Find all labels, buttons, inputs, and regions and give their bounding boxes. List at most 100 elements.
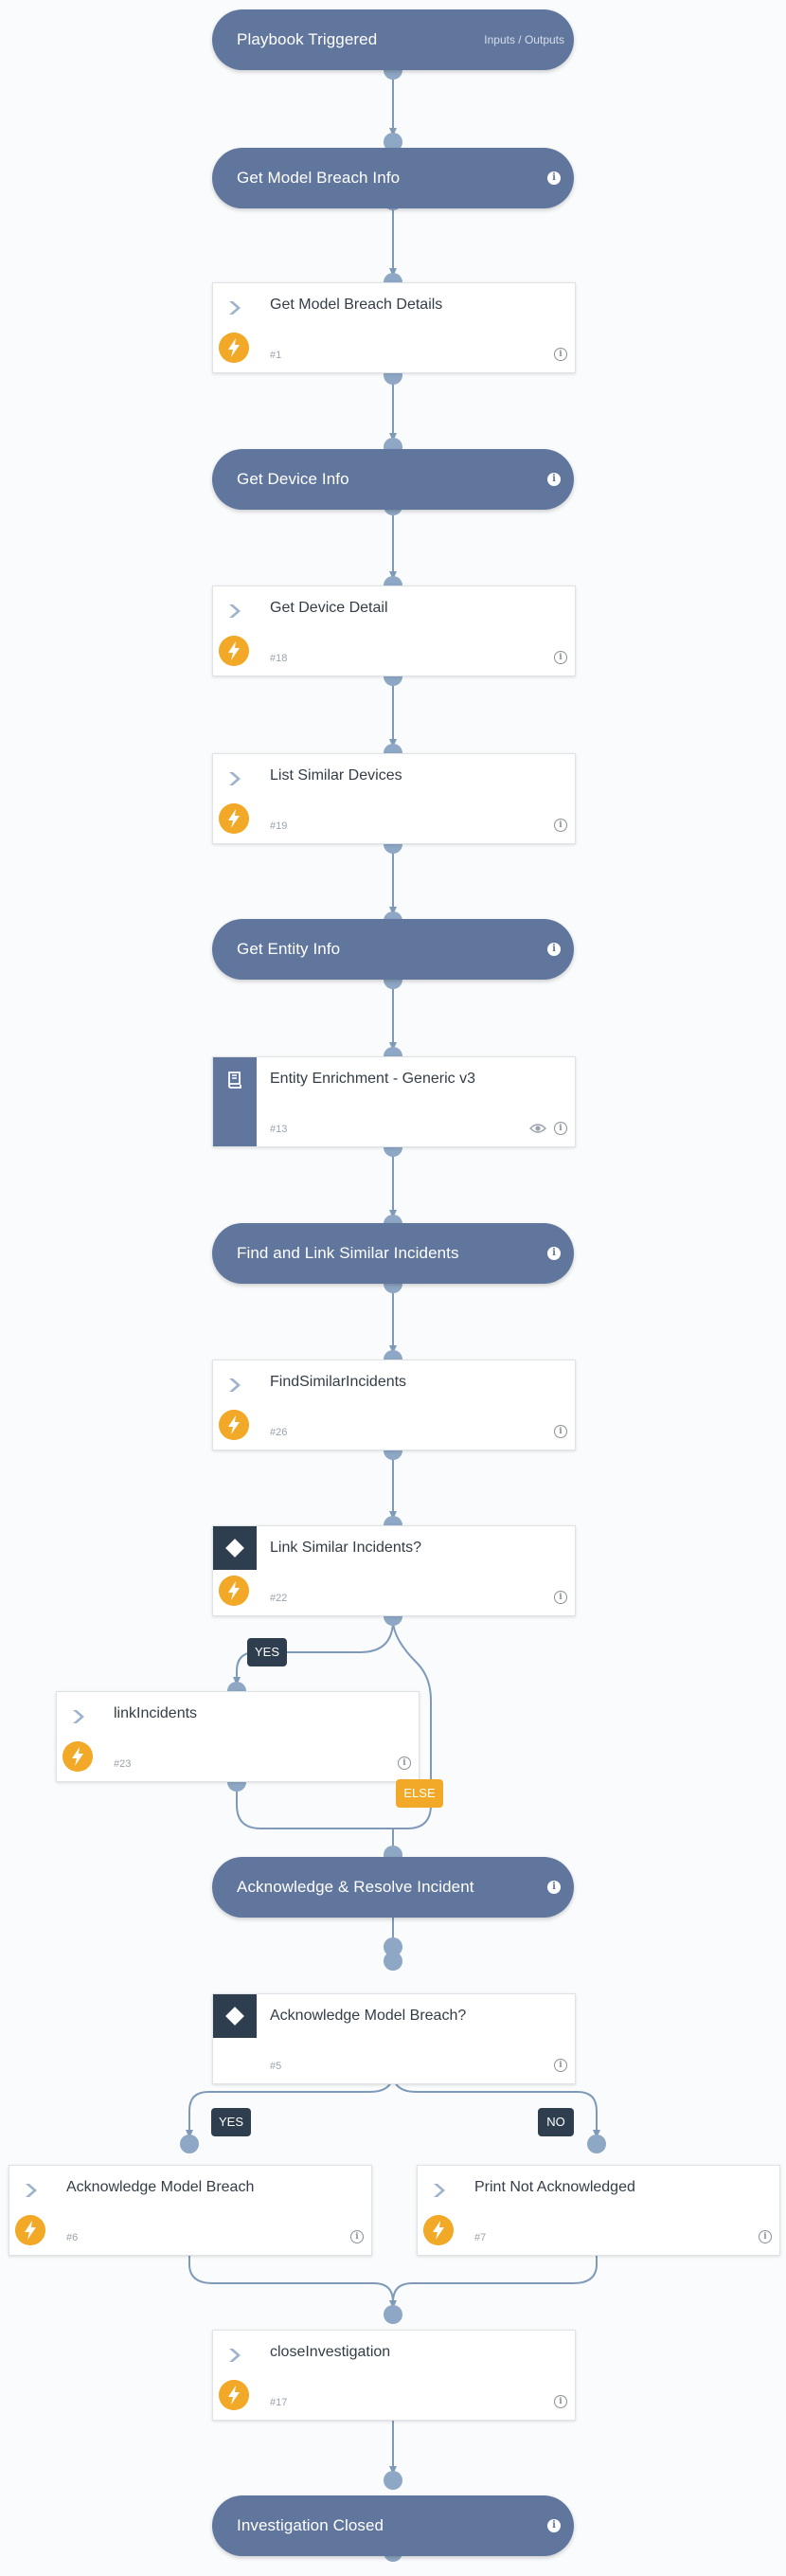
lightning-bolt-icon (219, 1576, 249, 1606)
task-list-similar-devices[interactable]: List Similar Devices #19 i (212, 753, 576, 844)
lightning-bolt-icon (423, 2215, 454, 2245)
edge (188, 2239, 397, 2309)
port (384, 133, 402, 152)
condition-sidebar (213, 1526, 257, 1570)
info-icon[interactable]: i (554, 651, 567, 664)
task-number: #26 (270, 1427, 288, 1438)
section-acknowledge-resolve[interactable]: Acknowledge & Resolve Incident i (212, 1857, 574, 1918)
task-number: #23 (114, 1758, 132, 1770)
chevron-right-icon (229, 604, 241, 618)
task-acknowledge-model-breach[interactable]: Acknowledge Model Breach #6 i (9, 2165, 372, 2256)
edge-else (389, 1619, 432, 1856)
chevron-right-icon (73, 1710, 84, 1723)
eye-icon[interactable] (529, 1122, 546, 1135)
task-find-similar-incidents[interactable]: FindSimilarIncidents #26 i (212, 1360, 576, 1450)
task-title: Acknowledge Model Breach? (270, 2008, 467, 2024)
lightning-bolt-icon (219, 2380, 249, 2410)
section-device-info[interactable]: Get Device Info i (212, 449, 574, 510)
lightning-bolt-icon (63, 1741, 93, 1772)
task-link-incidents[interactable]: linkIncidents #23 i (56, 1691, 420, 1782)
inputs-outputs-link[interactable]: Inputs / Outputs (484, 33, 564, 46)
task-number: #5 (270, 2061, 282, 2072)
task-title: Link Similar Incidents? (270, 1540, 422, 1556)
lightning-bolt-icon (15, 2215, 45, 2245)
diamond-icon (225, 2007, 244, 2026)
info-icon[interactable]: i (759, 2230, 772, 2243)
task-get-device-detail[interactable]: Get Device Detail #18 i (212, 585, 576, 676)
node-title: Find and Link Similar Incidents (237, 1244, 459, 1262)
lightning-bolt-icon (219, 803, 249, 834)
node-title: Investigation Closed (237, 2516, 384, 2534)
playbook-entity-enrichment[interactable]: Entity Enrichment - Generic v3 #13 i (212, 1056, 576, 1147)
node-title: Get Entity Info (237, 940, 341, 958)
lightning-bolt-icon (219, 1410, 249, 1440)
task-title: Get Device Detail (270, 600, 388, 616)
section-model-breach[interactable]: Get Model Breach Info i (212, 148, 574, 208)
end-node[interactable]: Investigation Closed i (212, 2495, 574, 2556)
task-title: Get Model Breach Details (270, 297, 443, 313)
condition-link-similar-incidents[interactable]: Link Similar Incidents? #22 i (212, 1525, 576, 1616)
port (384, 2305, 402, 2324)
info-icon[interactable]: i (547, 171, 561, 185)
branch-yes-label[interactable]: YES (211, 2108, 251, 2136)
info-icon[interactable]: i (554, 819, 567, 832)
info-icon[interactable]: i (554, 348, 567, 361)
info-icon[interactable]: i (554, 1591, 567, 1604)
start-node[interactable]: Playbook Triggered Inputs / Outputs (212, 9, 574, 70)
task-get-model-breach-details[interactable]: Get Model Breach Details #1 i (212, 282, 576, 373)
branch-no-label[interactable]: NO (538, 2108, 574, 2136)
info-icon[interactable]: i (398, 1756, 411, 1770)
section-entity-info[interactable]: Get Entity Info i (212, 919, 574, 980)
port (384, 2471, 402, 2490)
info-icon[interactable]: i (554, 2395, 567, 2408)
task-print-not-acknowledged[interactable]: Print Not Acknowledged #7 i (417, 2165, 780, 2256)
task-title: List Similar Devices (270, 767, 402, 784)
task-number: #1 (270, 350, 282, 361)
task-number: #13 (270, 1124, 288, 1135)
book-icon (228, 1072, 241, 1089)
info-icon[interactable]: i (554, 1425, 567, 1438)
lightning-bolt-icon (219, 333, 249, 363)
info-icon[interactable]: i (547, 1247, 561, 1260)
node-title: Playbook Triggered (237, 30, 378, 48)
task-number: #18 (270, 653, 288, 664)
branch-else-label[interactable]: ELSE (396, 1779, 443, 1808)
info-icon[interactable]: i (547, 473, 561, 486)
task-title: Print Not Acknowledged (474, 2179, 635, 2195)
playbook-sidebar (213, 1057, 257, 1146)
branch-yes-label[interactable]: YES (247, 1638, 287, 1666)
diamond-icon (225, 1539, 244, 1558)
port (384, 1937, 402, 1956)
task-number: #19 (270, 820, 288, 832)
node-title: Get Device Info (237, 470, 349, 488)
info-icon[interactable]: i (554, 1122, 567, 1135)
condition-sidebar (213, 1994, 257, 2038)
task-number: #6 (66, 2232, 79, 2243)
info-icon[interactable]: i (547, 1881, 561, 1894)
info-icon[interactable]: i (554, 2059, 567, 2072)
task-title: FindSimilarIncidents (270, 1374, 407, 1390)
chevron-right-icon (26, 2184, 37, 2197)
chevron-right-icon (434, 2184, 445, 2197)
task-number: #17 (270, 2397, 288, 2408)
node-title: Acknowledge & Resolve Incident (237, 1878, 474, 1896)
port (587, 2135, 606, 2153)
edge (392, 2239, 598, 2303)
node-title: Get Model Breach Info (237, 169, 401, 187)
chevron-right-icon (229, 301, 241, 315)
task-number: #7 (474, 2232, 487, 2243)
condition-acknowledge-model-breach[interactable]: Acknowledge Model Breach? #5 i (212, 1993, 576, 2084)
task-title: closeInvestigation (270, 2344, 391, 2360)
info-icon[interactable]: i (350, 2230, 364, 2243)
edge (236, 1786, 393, 1829)
task-title: Entity Enrichment - Generic v3 (270, 1071, 475, 1087)
task-title: linkIncidents (114, 1705, 198, 1721)
info-icon[interactable]: i (547, 943, 561, 956)
port (180, 2135, 199, 2153)
lightning-bolt-icon (219, 636, 249, 666)
task-close-investigation[interactable]: closeInvestigation #17 i (212, 2330, 576, 2421)
chevron-right-icon (229, 1378, 241, 1392)
task-number: #22 (270, 1593, 288, 1604)
section-find-link-incidents[interactable]: Find and Link Similar Incidents i (212, 1223, 574, 1284)
info-icon[interactable]: i (547, 2519, 561, 2532)
